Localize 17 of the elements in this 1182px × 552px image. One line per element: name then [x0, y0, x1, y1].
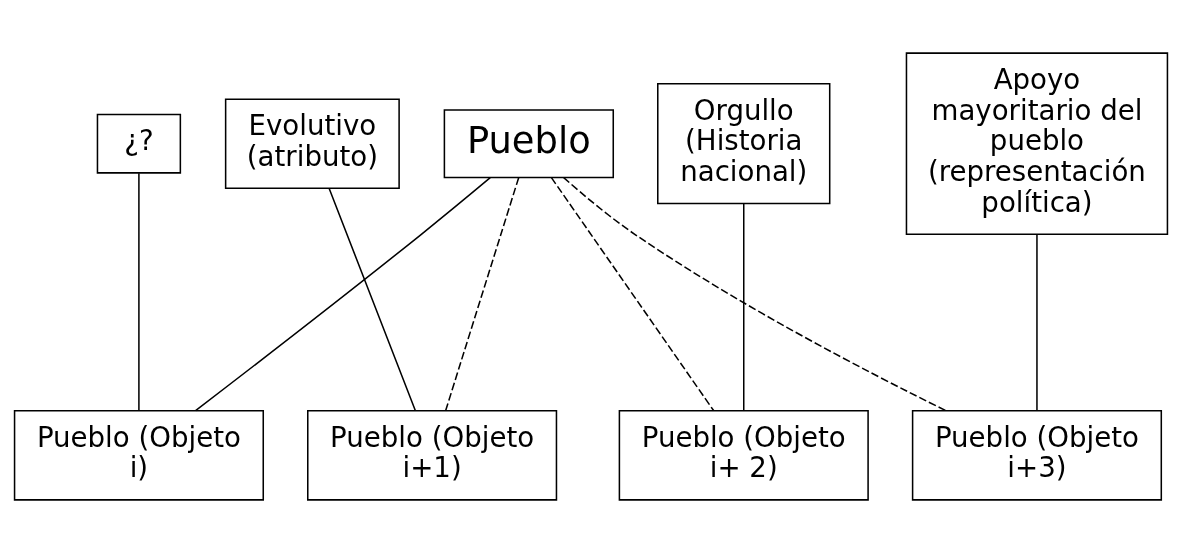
connector [328, 187, 417, 411]
node-box: ¿? [96, 113, 182, 174]
connector [562, 176, 947, 411]
node-box: Pueblo [443, 108, 615, 178]
connector [1036, 233, 1038, 411]
node-box: Evolutivo (atributo) [224, 97, 400, 189]
node-box: Pueblo (Objeto i+1) [307, 409, 558, 501]
connector [550, 176, 715, 411]
connector [194, 176, 492, 411]
node-box: Pueblo (Objeto i+ 2) [618, 409, 869, 501]
node-box: Orgullo (Historia nacional) [657, 82, 831, 204]
connector [742, 202, 745, 411]
connector [444, 176, 520, 411]
node-box: Apoyo mayoritario del pueblo (representación política) [905, 51, 1169, 235]
node-box: Pueblo (Objeto i) [13, 409, 264, 501]
node-box: Pueblo (Objeto i+3) [911, 409, 1163, 501]
connector [138, 171, 140, 411]
